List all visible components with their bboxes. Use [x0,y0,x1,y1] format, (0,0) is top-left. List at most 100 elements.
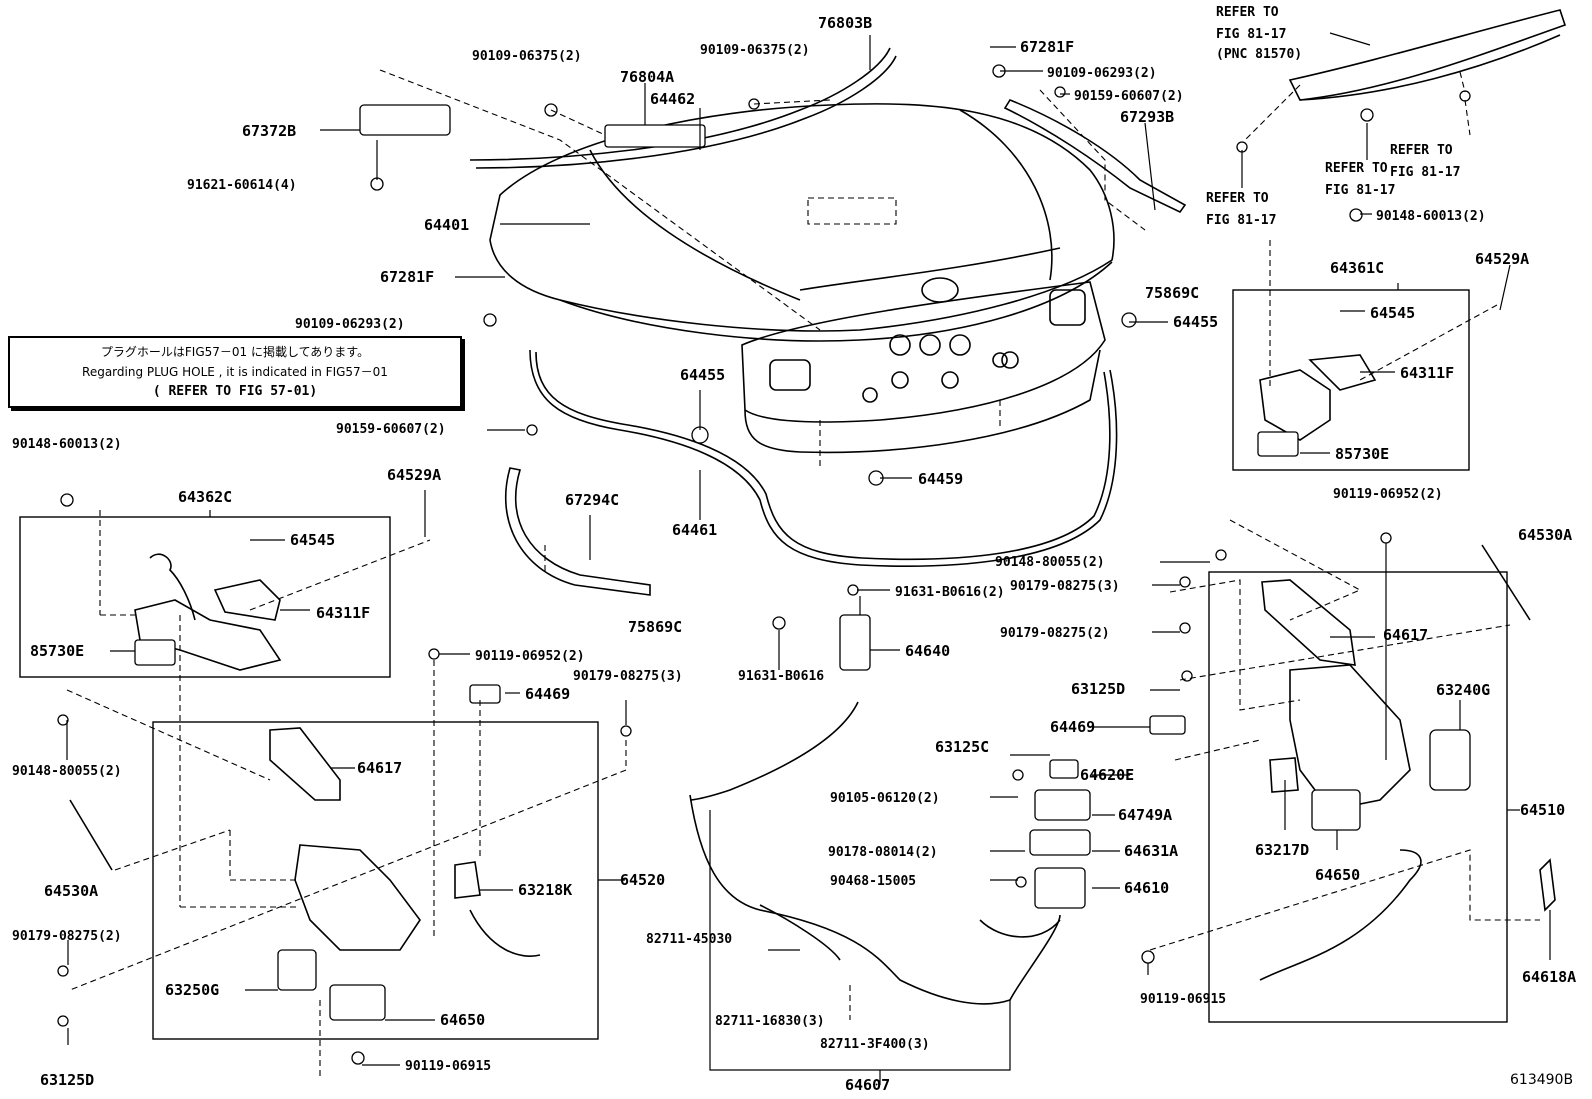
part-label: 90119-06952(2) [475,649,585,664]
part-label: 90179-08275(2) [12,929,122,944]
note-line-2: Regarding PLUG HOLE , it is indicated in… [82,365,388,379]
part-label: 91631-B0616(2) [895,585,1005,600]
part-label: 90109-06293(2) [1047,66,1157,81]
part-label: 82711-3F400(3) [820,1037,930,1052]
part-label: 67293B [1120,108,1174,126]
part-label: 90119-06952(2) [1333,487,1443,502]
part-label: 64469 [1050,718,1095,736]
part-label: 64455 [680,366,725,384]
part-label: 90105-06120(2) [830,791,940,806]
part-label: 90148-80055(2) [995,555,1105,570]
part-label: 64510 [1520,801,1565,819]
part-label: 90179-08275(2) [1000,626,1110,641]
part-label: 90159-60607(2) [1074,89,1184,104]
part-label: 91631-B0616 [738,669,824,684]
part-label: FIG 81-17 [1390,165,1460,180]
part-label: 90109-06293(2) [295,317,405,332]
part-label: 75869C [1145,284,1199,302]
part-label: 64618A [1522,968,1576,986]
part-label: REFER TO [1325,161,1388,176]
part-label: 64650 [440,1011,485,1029]
part-label: 64469 [525,685,570,703]
part-label: 67372B [242,122,296,140]
part-label: 90179-08275(3) [573,669,683,684]
part-label: 91621-60614(4) [187,178,297,193]
part-label: 64311F [316,604,370,622]
part-label: 64361C [1330,259,1384,277]
part-label: 64462 [650,90,695,108]
part-label: 90119-06915 [1140,992,1226,1007]
figure-code: 613490B [1510,1072,1574,1088]
spoiler [1288,9,1567,101]
part-label: 64617 [357,759,402,777]
part-label: 63217D [1255,841,1309,859]
switch-64640 [839,614,871,671]
part-label: 64749A [1118,806,1172,824]
part-label: 64620E [1080,766,1134,784]
part-label: 63240G [1436,681,1490,699]
note-line-3: ( REFER TO FIG 57-01) [152,384,318,399]
part-label: 82711-16830(3) [715,1014,825,1029]
weatherstrip [529,349,1118,567]
part-label: REFER TO [1390,143,1453,158]
part-label: FIG 81-17 [1216,27,1286,42]
part-label: 64362C [178,488,232,506]
part-label: 75869C [628,618,682,636]
box-64361C [1232,289,1470,471]
part-label: 64530A [1518,526,1572,544]
part-label: 64545 [1370,304,1415,322]
plug-hole-note: プラグホールはFIG57－01 に掲載してあります。 Regarding PLU… [8,336,462,408]
part-label: REFER TO [1206,191,1269,206]
part-label: 90119-06915 [405,1059,491,1074]
part-label: 63125D [40,1071,94,1089]
part-label: 64529A [387,466,441,484]
part-label: 90178-08014(2) [828,845,938,860]
part-label: FIG 81-17 [1206,213,1276,228]
part-label: 63250G [165,981,219,999]
box-64510 [1208,571,1508,1023]
part-label: 64530A [44,882,98,900]
part-label: (PNC 81570) [1216,47,1302,62]
part-label: 90109-06375(2) [700,43,810,58]
part-label: 63125D [1071,680,1125,698]
part-label: 90159-60607(2) [336,422,446,437]
weatherstrip-inner [535,351,1111,561]
bracket-67372B [359,104,451,136]
part-label: 64529A [1475,250,1529,268]
part-label: REFER TO [1216,5,1279,20]
part-label: 63125C [935,738,989,756]
part-label: 64650 [1315,866,1360,884]
part-label: 64607 [845,1076,890,1094]
part-label: 64520 [620,871,665,889]
part-label: 82711-45030 [646,932,732,947]
part-label: 90148-60013(2) [12,437,122,452]
part-label: 63218K [518,881,572,899]
part-label: 90148-60013(2) [1376,209,1486,224]
part-label: 90179-08275(3) [1010,579,1120,594]
part-label: 67281F [380,268,434,286]
part-label: 64545 [290,531,335,549]
part-label: 90109-06375(2) [472,49,582,64]
part-label: 64617 [1383,626,1428,644]
part-label: 64461 [672,521,717,539]
moulding [469,47,891,161]
part-label: 64401 [424,216,469,234]
part-label: 85730E [1335,445,1389,463]
part-label: FIG 81-17 [1325,183,1395,198]
part-label: 90468-15005 [830,874,916,889]
box-64362C [19,516,391,678]
leader-lines [66,32,1551,1080]
part-label: 64610 [1124,879,1169,897]
part-label: 67281F [1020,38,1074,56]
part-label: 64459 [918,470,963,488]
part-label: 90148-80055(2) [12,764,122,779]
part-label: 64631A [1124,842,1178,860]
part-label: 67294C [565,491,619,509]
trunk-lid [489,103,1115,454]
part-label: 85730E [30,642,84,660]
part-label: 64640 [905,642,950,660]
part-label: 64455 [1173,313,1218,331]
note-line-1: プラグホールはFIG57－01 に掲載してあります。 [100,345,370,359]
